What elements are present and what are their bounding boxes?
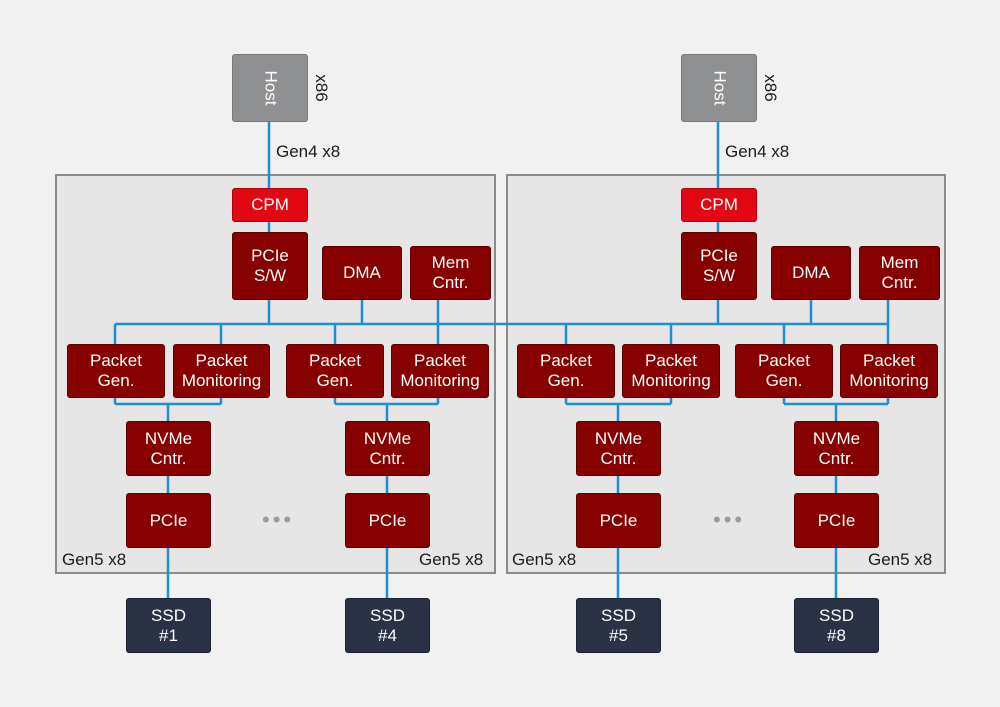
dma-block-left: DMA <box>322 246 402 300</box>
packet-gen-block: Packet Gen. <box>67 344 165 398</box>
host-width-label: x86 <box>312 74 331 102</box>
pcie-block: PCIe <box>345 493 430 548</box>
host-width-label: x86 <box>761 74 780 102</box>
host-link-label: Gen4 x8 <box>725 142 790 161</box>
ellipsis-dots: ••• <box>262 507 295 532</box>
mem-controller-block-left: Mem Cntr. <box>410 246 491 300</box>
host-block-left: Host <box>232 54 308 122</box>
gen5-label: Gen5 x8 <box>868 550 933 569</box>
ssd-block: SSD #4 <box>345 598 430 653</box>
nvme-controller-block: NVMe Cntr. <box>576 421 661 476</box>
nvme-controller-block: NVMe Cntr. <box>345 421 430 476</box>
ellipsis-dots: ••• <box>713 507 746 532</box>
packet-monitoring-block: Packet Monitoring <box>391 344 489 398</box>
pcie-switch-block-left: PCIe S/W <box>232 232 308 300</box>
gen5-label: Gen5 x8 <box>62 550 127 569</box>
mem-controller-block-right: Mem Cntr. <box>859 246 940 300</box>
host-label: Host <box>710 70 729 106</box>
ssd-block: SSD #1 <box>126 598 211 653</box>
nvme-controller-block: NVMe Cntr. <box>794 421 879 476</box>
ssd-block: SSD #8 <box>794 598 879 653</box>
packet-monitoring-block: Packet Monitoring <box>173 344 270 398</box>
packet-monitoring-block: Packet Monitoring <box>622 344 720 398</box>
host-link-label: Gen4 x8 <box>276 142 341 161</box>
pcie-block: PCIe <box>126 493 211 548</box>
dma-block-right: DMA <box>771 246 851 300</box>
packet-gen-block: Packet Gen. <box>735 344 833 398</box>
host-label: Host <box>261 70 280 106</box>
packet-gen-block: Packet Gen. <box>286 344 384 398</box>
ssd-block: SSD #5 <box>576 598 661 653</box>
cpm-block-left: CPM <box>232 188 308 222</box>
pcie-block: PCIe <box>576 493 661 548</box>
nvme-controller-block: NVMe Cntr. <box>126 421 211 476</box>
gen5-label: Gen5 x8 <box>512 550 577 569</box>
host-block-right: Host <box>681 54 757 122</box>
gen5-label: Gen5 x8 <box>419 550 484 569</box>
cpm-block-right: CPM <box>681 188 757 222</box>
pcie-block: PCIe <box>794 493 879 548</box>
packet-monitoring-block: Packet Monitoring <box>840 344 938 398</box>
packet-gen-block: Packet Gen. <box>517 344 615 398</box>
pcie-switch-block-right: PCIe S/W <box>681 232 757 300</box>
